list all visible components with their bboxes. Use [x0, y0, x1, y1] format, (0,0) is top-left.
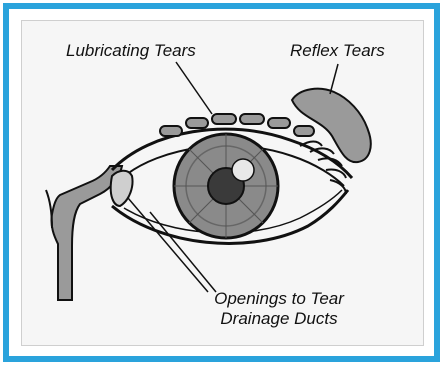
label-openings-line1: Openings to Tear	[214, 289, 344, 309]
label-reflex-tears: Reflex Tears	[290, 41, 385, 61]
inner-corner	[111, 171, 133, 206]
eye-highlight	[232, 159, 254, 181]
label-lubricating-tears: Lubricating Tears	[66, 41, 196, 61]
label-tear-drainage-openings: Openings to Tear Drainage Ducts	[214, 289, 344, 328]
label-openings-line2: Drainage Ducts	[214, 309, 344, 329]
